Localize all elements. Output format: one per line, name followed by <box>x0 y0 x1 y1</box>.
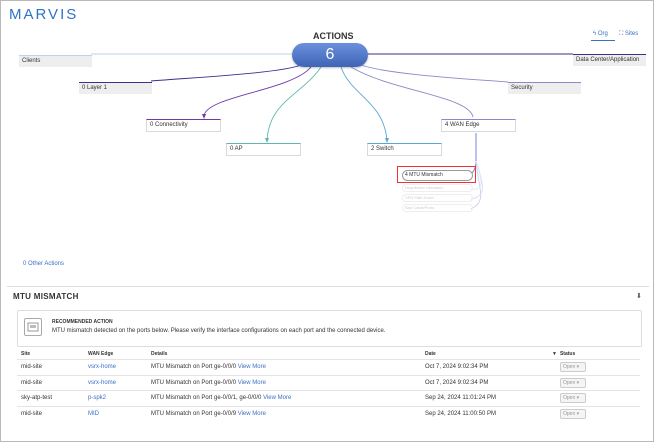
cell-wan-edge-link[interactable]: vsrx-home <box>84 359 147 375</box>
table-row[interactable]: mid-site vsrx-home MTU Mismatch on Port … <box>17 374 640 391</box>
col-date[interactable]: Date <box>425 351 436 357</box>
mtu-mismatch-pill[interactable]: 4 MTU Mismatch <box>402 170 473 181</box>
col-site[interactable]: Site <box>21 351 31 357</box>
status-dropdown[interactable]: Open ▾ <box>560 377 586 388</box>
cell-date: Sep 24, 2024 11:00:50 PM <box>421 405 556 421</box>
table-header-row: Site WAN Edge Details Date ▼Status <box>17 349 640 360</box>
col-details[interactable]: Details <box>151 351 168 357</box>
status-dropdown[interactable]: Open ▾ <box>560 408 586 419</box>
col-wan-edge[interactable]: WAN Edge <box>88 351 114 357</box>
other-actions-link[interactable]: 0 Other Actions <box>23 261 65 267</box>
cell-status: Open ▾ <box>556 359 640 375</box>
node-layer1[interactable]: 0 Layer 1 <box>79 82 152 94</box>
org-toggle[interactable]: ϟ Org <box>593 31 608 37</box>
ghost-subaction-2: VPN Path Down <box>402 194 473 202</box>
cell-details: MTU Mismatch on Port ge-0/0/0 View More <box>147 374 421 391</box>
org-toggle-underline <box>591 40 615 41</box>
recommended-action-label: RECOMMENDED ACTION <box>52 319 113 325</box>
view-more-link[interactable]: View More <box>237 410 266 417</box>
action-connectors <box>91 53 573 210</box>
cell-details: MTU Mismatch on Port ge-0/0/1, ge-0/0/0 … <box>147 390 421 406</box>
view-more-link[interactable]: View More <box>263 395 292 402</box>
cell-status: Open ▾ <box>556 405 640 421</box>
recommended-action-text: MTU mismatch detected on the ports below… <box>52 328 386 334</box>
view-more-link[interactable]: View More <box>237 364 266 371</box>
node-switch[interactable]: 2 Switch <box>367 143 442 156</box>
node-datacenter[interactable]: Data Center/Application <box>573 54 646 66</box>
download-icon[interactable]: ⬇ <box>636 293 642 300</box>
table-row[interactable]: sky-atp-test p-spk2 MTU Mismatch on Port… <box>17 390 640 406</box>
cell-wan-edge-link[interactable]: MID <box>84 405 147 421</box>
table-row[interactable]: mid-site vsrx-home MTU Mismatch on Port … <box>17 359 640 375</box>
node-connectivity[interactable]: 0 Connectivity <box>146 119 221 132</box>
table-row[interactable]: mid-site MID MTU Mismatch on Port ge-0/0… <box>17 405 640 421</box>
status-dropdown[interactable]: Open ▾ <box>560 362 586 373</box>
panel-title: MTU MISMATCH <box>13 292 79 301</box>
cell-site: mid-site <box>17 374 84 391</box>
node-wan-edge[interactable]: 4 WAN Edge <box>441 119 516 132</box>
cell-site: sky-atp-test <box>17 390 84 406</box>
cell-date: Oct 7, 2024 9:02:34 PM <box>421 374 556 391</box>
port-icon <box>24 318 42 336</box>
ghost-subaction-3: Bad Cable/Ports <box>402 204 473 212</box>
mtu-mismatch-panel: MTU MISMATCH ⬇ RECOMMENDED ACTION MTU mi… <box>7 286 649 437</box>
sites-toggle[interactable]: ⛶ Sites <box>619 31 639 37</box>
cell-wan-edge-link[interactable]: vsrx-home <box>84 374 147 391</box>
view-more-link[interactable]: View More <box>237 379 266 386</box>
app-logo: MARVIS <box>9 6 79 23</box>
actions-count-bubble[interactable]: 6 <box>292 43 368 67</box>
ghost-subaction-1: Negotiation Mismatch <box>402 184 473 192</box>
actions-title: ACTIONS <box>313 31 354 41</box>
cell-wan-edge-link[interactable]: p-spk2 <box>84 390 147 406</box>
cell-status: Open ▾ <box>556 374 640 391</box>
cell-date: Oct 7, 2024 9:02:34 PM <box>421 359 556 375</box>
cell-site: mid-site <box>17 405 84 421</box>
cell-details: MTU Mismatch on Port ge-0/0/0 View More <box>147 359 421 375</box>
mismatch-table: Site WAN Edge Details Date ▼Status mid-s… <box>17 349 640 421</box>
cell-date: Sep 24, 2024 11:01:24 PM <box>421 390 556 406</box>
cell-details: MTU Mismatch on Port ge-0/0/9 View More <box>147 405 421 421</box>
recommended-action-box: RECOMMENDED ACTION MTU mismatch detected… <box>17 310 642 347</box>
cell-site: mid-site <box>17 359 84 375</box>
node-security[interactable]: Security <box>508 82 581 94</box>
cell-status: Open ▾ <box>556 390 640 406</box>
sort-desc-icon: ▼ <box>552 351 557 357</box>
org-icon: ϟ <box>593 31 598 37</box>
node-ap[interactable]: 0 AP <box>226 143 301 156</box>
status-dropdown[interactable]: Open ▾ <box>560 393 586 404</box>
col-status[interactable]: ▼Status <box>552 351 576 357</box>
sites-icon: ⛶ <box>619 31 625 37</box>
node-clients[interactable]: Clients <box>19 55 92 67</box>
mtu-mismatch-highlight <box>397 166 476 183</box>
